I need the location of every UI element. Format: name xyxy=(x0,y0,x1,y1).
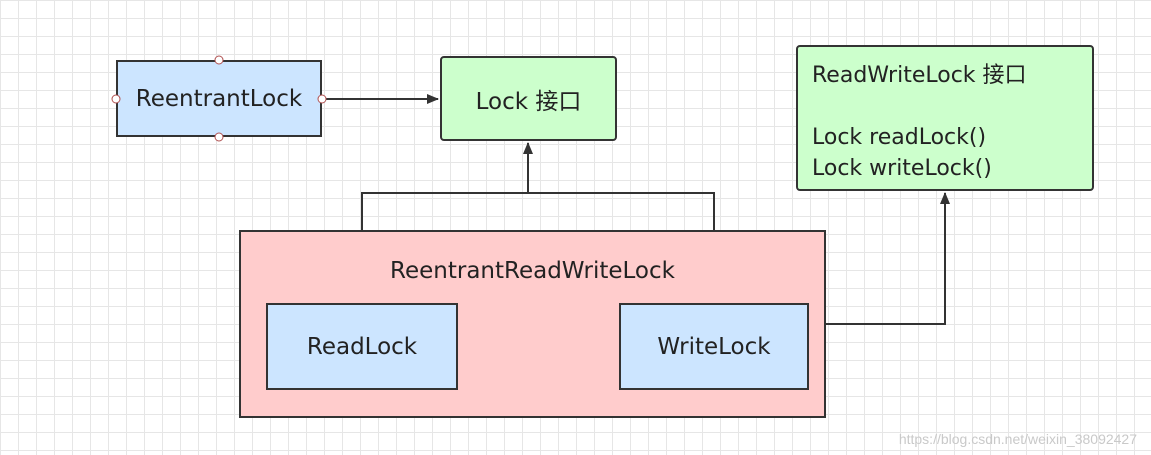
write-lock-label: WriteLock xyxy=(657,333,771,360)
read-write-lock-interface-box[interactable]: ReadWriteLock 接口 Lock readLock() Lock wr… xyxy=(796,45,1094,191)
edge-rrwl-to-rwl-interface xyxy=(826,192,950,325)
read-lock-label: ReadLock xyxy=(306,333,418,360)
reentrant-lock-box[interactable]: ReentrantLock xyxy=(116,60,322,137)
reentrant-lock-label: ReentrantLock xyxy=(135,85,303,112)
lock-interface-box[interactable]: Lock 接口 xyxy=(440,56,617,141)
reentrant-read-write-lock-label: ReentrantReadWriteLock xyxy=(390,258,675,284)
spacer xyxy=(812,91,1092,122)
write-lock-method: Lock writeLock() xyxy=(812,156,992,181)
read-lock-method: Lock readLock() xyxy=(812,125,987,150)
lock-interface-label: Lock 接口 xyxy=(475,88,582,115)
read-write-lock-interface-title: ReadWriteLock 接口 xyxy=(812,63,1027,88)
read-lock-box[interactable]: ReadLock xyxy=(266,303,458,390)
watermark-text: https://blog.csdn.net/weixin_38092427 xyxy=(898,431,1137,447)
write-lock-box[interactable]: WriteLock xyxy=(619,303,809,390)
